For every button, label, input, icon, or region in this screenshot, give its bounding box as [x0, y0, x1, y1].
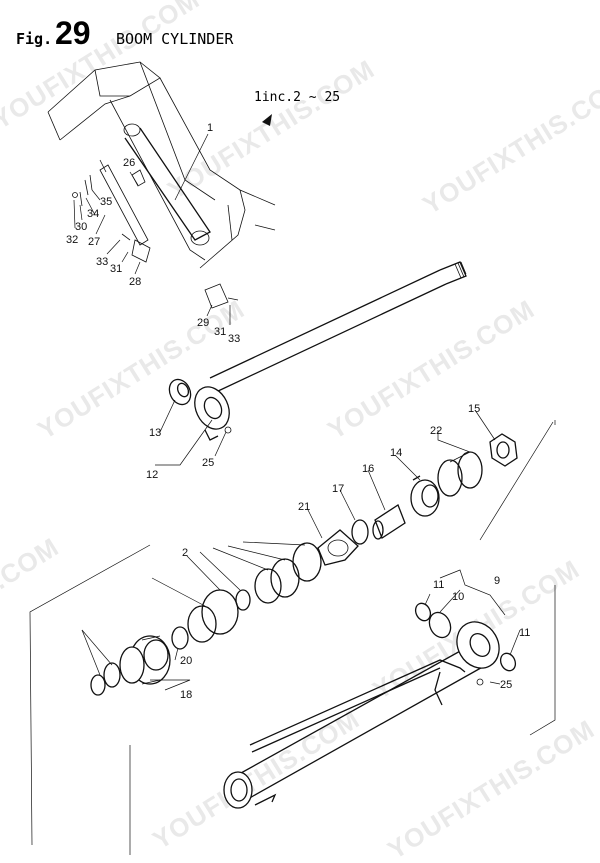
cylinder-head [119, 635, 171, 685]
part-label-13: 13 [149, 427, 161, 439]
part-label-11: 11 [519, 627, 530, 639]
part-label-11: 11 [433, 579, 444, 591]
part-label-32: 32 [66, 234, 78, 246]
part-label-15: 15 [468, 403, 480, 415]
watermark: YOUFIXTHIS.COM [0, 0, 205, 135]
watermark: YOUFIXTHIS.COM [322, 294, 540, 446]
includes-note: 1inc.2 ~ 25 [254, 90, 340, 105]
part-label-33: 33 [96, 256, 108, 268]
boom-frame-assembly [47, 61, 276, 309]
cushion-ring [351, 519, 369, 545]
part-label-25: 25 [500, 679, 512, 691]
part-label-26: 26 [123, 157, 135, 169]
part-label-12: 12 [146, 469, 158, 481]
dust-seals [90, 662, 121, 696]
head-bushing [171, 626, 189, 650]
rod-nut [489, 433, 518, 467]
part-label-16: 16 [362, 463, 374, 475]
rod-bushing [168, 378, 192, 406]
part-label-25: 25 [202, 457, 214, 469]
part-label-30: 30 [75, 221, 87, 233]
part-label-27: 27 [88, 236, 100, 248]
figure-header: Fig. 29 BOOM CYLINDER [16, 15, 234, 51]
watermark: YOUFIXTHIS.COM [417, 69, 600, 221]
part-label-31: 31 [110, 263, 122, 275]
tube-bushings [414, 602, 517, 672]
figure-number: 29 [55, 15, 91, 51]
part-label-18: 18 [180, 689, 192, 701]
part-label-31: 31 [214, 326, 226, 338]
part-label-14: 14 [390, 447, 402, 459]
cushion-bearing [372, 504, 406, 540]
note-arrow-icon [262, 114, 272, 126]
part-label-29: 29 [197, 317, 209, 329]
watermark: YOUFIXTHIS.COM [147, 704, 365, 856]
part-label-35: 35 [100, 196, 112, 208]
figure-title: BOOM CYLINDER [116, 30, 234, 48]
cylinder-tube [223, 621, 500, 809]
part-label-21: 21 [298, 501, 310, 513]
part-label-2: 2 [182, 547, 188, 559]
retaining-rings [437, 451, 483, 497]
section-frame [29, 420, 556, 855]
part-label-10: 10 [452, 591, 464, 603]
leader-lines [73, 133, 521, 691]
watermark: YOUFIXTHIS.COM [162, 54, 380, 206]
part-label-20: 20 [180, 655, 192, 667]
part-label-34: 34 [87, 208, 99, 220]
part-label-33: 33 [228, 333, 240, 345]
piston-rod [194, 261, 467, 441]
figure-prefix: Fig. [16, 30, 52, 48]
part-label-28: 28 [129, 276, 141, 288]
part-labels: 1 26 35 34 30 32 27 33 31 28 29 31 33 13… [66, 122, 530, 701]
part-label-9: 9 [494, 575, 500, 587]
part-label-17: 17 [332, 483, 344, 495]
watermark: .COM [0, 532, 64, 596]
watermark: YOUFIXTHIS.COM [382, 714, 600, 863]
backup-ring [317, 529, 359, 566]
part-label-22: 22 [430, 425, 442, 437]
part-label-1: 1 [207, 122, 213, 134]
seal-kit-rings [187, 542, 322, 643]
piston [410, 475, 440, 517]
